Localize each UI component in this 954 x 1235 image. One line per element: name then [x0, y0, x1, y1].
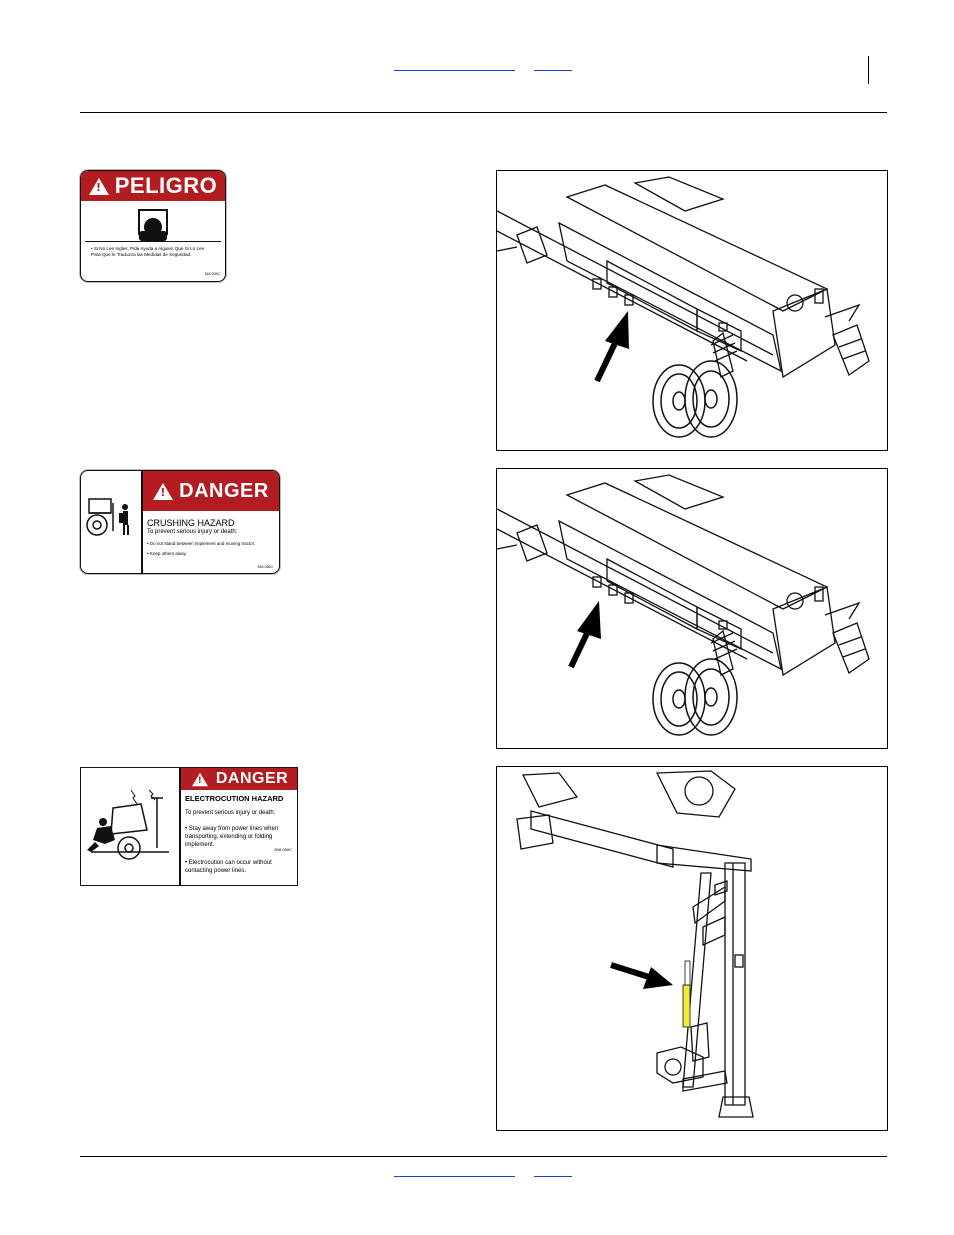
peligro-text: • Si No Lee Ingles, Pida Ayuda a Alguien… — [91, 246, 205, 257]
footer-rule — [80, 1156, 887, 1157]
peligro-divider — [85, 241, 221, 242]
warning-triangle-icon: ! — [153, 482, 174, 500]
header-link-2[interactable] — [534, 58, 572, 71]
header-link-1[interactable] — [394, 58, 515, 71]
electrocution-hazard-subtitle: To prevent serious injury or death: — [185, 810, 276, 816]
location-arrow-icon — [568, 601, 601, 669]
location-arrow-icon — [610, 962, 673, 989]
crushing-hazard-subtitle: To prevent serious injury or death: — [147, 529, 238, 535]
header-rule — [80, 112, 887, 113]
danger-header: ! DANGER — [181, 768, 297, 790]
implement-illustration — [497, 474, 870, 736]
decal-divider — [179, 768, 181, 885]
electrocution-bullet-1: • Stay away from power lines when transp… — [185, 826, 279, 848]
crushing-bullet-2: • Keep others away. — [147, 551, 187, 556]
electrocution-bullet-2: • Electrocution can occur without contac… — [185, 860, 272, 874]
crushing-hazard-title: CRUSHING HAZARD — [147, 518, 235, 528]
electrocution-hazard-icon — [87, 789, 169, 860]
figure-peligro-location — [496, 170, 888, 451]
peligro-decal: ! PELIGRO • Si No Lee Ingles, Pida Ayuda… — [80, 170, 226, 282]
part-number: 818-065C — [257, 565, 273, 569]
marker-arm-illustration — [516, 770, 754, 1118]
warning-triangle-icon: ! — [88, 177, 109, 195]
highlight-decal-area — [682, 984, 691, 1028]
location-arrow-icon — [594, 311, 629, 383]
decal-divider — [141, 471, 143, 573]
implement-illustration — [497, 176, 870, 438]
peligro-header: ! PELIGRO — [81, 171, 225, 201]
electrocution-hazard-title: ELECTROCUTION HAZARD — [185, 794, 284, 803]
reading-person-icon — [138, 209, 168, 241]
electrocution-hazard-decal: ! DANGER ELECTROCUTION HAZARD To prevent… — [80, 767, 298, 886]
figure-crushing-location — [496, 468, 888, 749]
footer-link-2[interactable] — [534, 1168, 572, 1177]
figure-electrocution-location — [496, 766, 888, 1131]
crushing-hazard-icon — [86, 498, 129, 536]
part-number: 818-009C — [204, 272, 220, 276]
footer-link-1[interactable] — [394, 1168, 515, 1177]
part-number: 808-099C — [274, 847, 292, 852]
page-number-bar — [868, 56, 869, 84]
warning-triangle-icon: ! — [191, 772, 208, 786]
danger-header: ! DANGER — [143, 471, 279, 511]
crushing-hazard-decal: ! DANGER CRUSHING HAZARD To prevent seri… — [80, 470, 280, 574]
crushing-bullet-1: • Do not stand between implement and mov… — [147, 541, 256, 546]
